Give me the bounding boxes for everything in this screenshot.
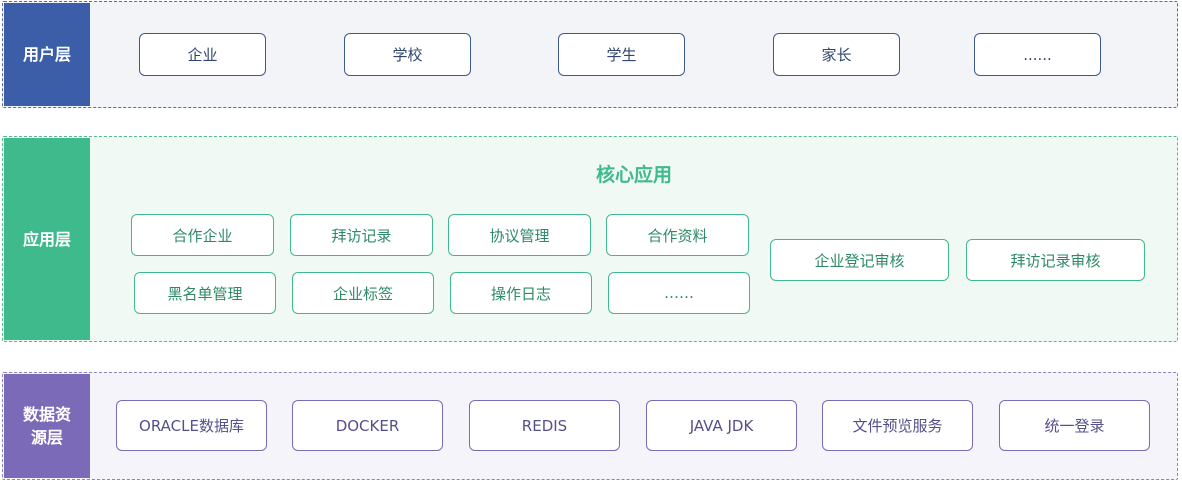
data-resource-layer-label-line2: 源层 xyxy=(30,428,63,447)
app-item-partner-enterprise: 合作企业 xyxy=(131,214,274,256)
user-layer-frame xyxy=(2,1,1178,108)
app-item-visit-record-review: 拜访记录审核 xyxy=(966,239,1145,281)
app-item-visit-record: 拜访记录 xyxy=(290,214,433,256)
app-item-agreement-management: 协议管理 xyxy=(448,214,591,256)
application-layer-frame xyxy=(2,136,1178,342)
app-item-enterprise-tags: 企业标签 xyxy=(292,272,434,314)
user-item-enterprise: 企业 xyxy=(139,33,266,76)
app-item-operation-log: 操作日志 xyxy=(450,272,592,314)
application-layer: 应用层 核心应用 合作企业 拜访记录 协议管理 合作资料 黑名单管理 企业标签 … xyxy=(2,136,1178,342)
app-item-blacklist-management: 黑名单管理 xyxy=(134,272,276,314)
data-item-redis: REDIS xyxy=(469,400,620,451)
data-item-docker: DOCKER xyxy=(292,400,443,451)
data-resource-layer-frame xyxy=(2,372,1178,480)
data-resource-layer-label: 数据资 源层 xyxy=(4,374,90,478)
user-item-more: ...... xyxy=(974,33,1101,76)
user-layer-label: 用户层 xyxy=(4,3,90,106)
data-item-file-preview-service: 文件预览服务 xyxy=(822,400,973,451)
user-item-school: 学校 xyxy=(344,33,471,76)
data-item-java-jdk: JAVA JDK xyxy=(646,400,797,451)
user-layer: 用户层 企业 学校 学生 家长 ...... xyxy=(2,1,1178,108)
app-item-more: …… xyxy=(608,272,750,314)
application-layer-label: 应用层 xyxy=(4,138,90,340)
data-item-unified-login: 统一登录 xyxy=(999,400,1150,451)
app-item-cooperation-materials: 合作资料 xyxy=(606,214,749,256)
data-resource-layer-label-line1: 数据资 xyxy=(22,405,71,424)
user-item-student: 学生 xyxy=(558,33,685,76)
core-application-title: 核心应用 xyxy=(595,164,672,186)
data-resource-layer: 数据资 源层 ORACLE数据库 DOCKER REDIS JAVA JDK 文… xyxy=(2,372,1178,480)
user-item-parent: 家长 xyxy=(773,33,900,76)
app-item-enterprise-registration-review: 企业登记审核 xyxy=(770,239,949,281)
data-item-oracle-database: ORACLE数据库 xyxy=(116,400,267,451)
